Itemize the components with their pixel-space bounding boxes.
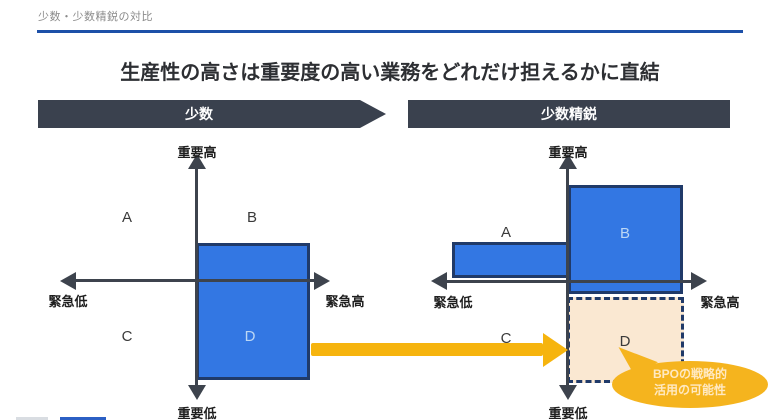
right-chart-axis-right-label: 緊急高 [700, 295, 740, 310]
left-chart-axis-right-label: 緊急高 [325, 294, 365, 309]
left-chart-quadrant-c-label: C [121, 328, 133, 345]
banner-few: 少数 [38, 100, 386, 128]
left-chart-quadrant-a-label: A [121, 209, 132, 226]
right-chart-down-arrowhead-icon [559, 385, 577, 400]
right-chart-axis-top-label: 重要高 [548, 145, 588, 160]
cropped-logo-fragment-blue [60, 417, 106, 420]
right-chart-quadrant-a-label: A [500, 224, 511, 241]
right-chart-quadrant-d-label: D [619, 333, 631, 350]
bpo-bubble-text: BPOの戦略的 活用の可能性 [612, 366, 768, 398]
left-chart-left-arrowhead-icon [60, 272, 76, 290]
left-chart-quadrant-d-label: D [244, 328, 256, 345]
banner-elite-few-label: 少数精鋭 [541, 106, 597, 122]
right-chart-right-arrowhead-icon [691, 272, 707, 290]
banner-elite-few: 少数精鋭 [408, 100, 730, 128]
right-chart-highlight-rect-b [568, 185, 683, 294]
bpo-bubble-line1: BPOの戦略的 [652, 367, 727, 381]
left-chart-vertical-axis [195, 164, 198, 388]
left-chart-right-arrowhead-icon [314, 272, 330, 290]
right-chart-quadrant-b-label: B [619, 225, 630, 242]
left-chart-axis-left-label: 緊急低 [48, 294, 88, 309]
left-chart-axis-bottom-label: 重要低 [177, 406, 217, 420]
left-chart-axis-top-label: 重要高 [177, 145, 217, 160]
right-chart-axis-left-label: 緊急低 [433, 295, 473, 310]
slide-kicker: 少数・少数精鋭の対比 [38, 11, 153, 23]
transfer-arrow-body [311, 343, 543, 356]
left-chart-down-arrowhead-icon [188, 385, 206, 400]
left-chart-quadrant-b-label: B [246, 209, 257, 226]
right-chart-axis-bottom-label: 重要低 [548, 406, 588, 420]
right-chart-quadrant-c-label: C [500, 330, 512, 347]
right-chart-up-arrowhead-icon [559, 154, 577, 169]
right-chart-left-arrowhead-icon [431, 272, 447, 290]
banner-few-label: 少数 [185, 106, 213, 122]
transfer-arrow-head-icon [543, 333, 568, 367]
bpo-bubble [612, 361, 768, 408]
left-chart-horizontal-axis [72, 279, 320, 282]
header-rule [37, 30, 743, 33]
bpo-bubble-line2: 活用の可能性 [653, 383, 726, 397]
right-chart-highlight-rect-a [452, 242, 569, 278]
left-chart-up-arrowhead-icon [188, 154, 206, 169]
cropped-logo-fragment-gray [16, 417, 48, 420]
left-chart-highlight-rect-d [196, 243, 310, 380]
right-chart-horizontal-axis [443, 280, 695, 283]
right-chart-vertical-axis [566, 164, 569, 388]
slide-title: 生産性の高さは重要度の高い業務をどれだけ担えるかに直結 [120, 62, 660, 84]
